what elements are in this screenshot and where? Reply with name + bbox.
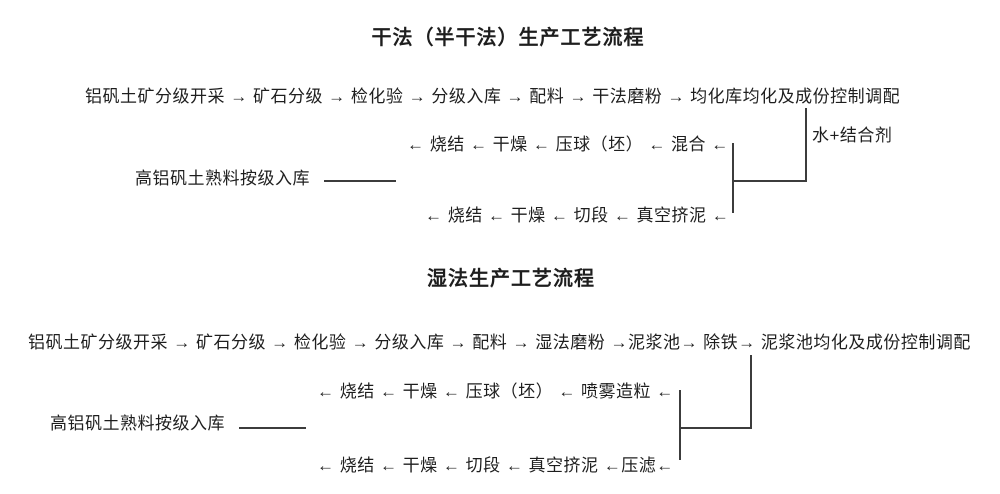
dry-connector-branch-line bbox=[732, 143, 734, 213]
wet-top-branch-flow: ← 烧结 ← 干燥 ← 压球（坯） ← 喷雾造粒 ← bbox=[317, 382, 674, 401]
wet-connector-branch-line bbox=[679, 390, 681, 460]
wet-process-title: 湿法生产工艺流程 bbox=[427, 268, 595, 290]
water-binder-label: 水+结合剂 bbox=[812, 126, 893, 145]
dry-storage-connector-line bbox=[324, 180, 396, 182]
dry-top-branch-flow: ← 烧结 ← 干燥 ← 压球（坯） ← 混合 ← bbox=[407, 135, 729, 154]
dry-clinker-storage-label: 高铝矾土熟料按级入库 bbox=[135, 169, 310, 188]
wet-clinker-storage-label: 高铝矾土熟料按级入库 bbox=[50, 414, 225, 433]
wet-connector-drop-line bbox=[750, 355, 752, 429]
wet-connector-horizontal-line bbox=[679, 427, 752, 429]
wet-main-flow: 铝矾土矿分级开采 → 矿石分级 → 检化验 → 分级入库 → 配料 → 湿法磨粉… bbox=[28, 333, 971, 352]
wet-bottom-branch-flow: ← 烧结 ← 干燥 ← 切段 ← 真空挤泥 ←压滤← bbox=[317, 456, 674, 475]
dry-process-title: 干法（半干法）生产工艺流程 bbox=[371, 27, 645, 49]
dry-connector-horizontal-line bbox=[732, 180, 807, 182]
dry-bottom-branch-flow: ← 烧结 ← 干燥 ← 切段 ← 真空挤泥 ← bbox=[425, 206, 730, 225]
dry-connector-drop-line bbox=[805, 108, 807, 182]
dry-main-flow: 铝矾土矿分级开采 → 矿石分级 → 检化验 → 分级入库 → 配料 → 干法磨粉… bbox=[85, 87, 901, 106]
wet-storage-connector-line bbox=[239, 427, 306, 429]
